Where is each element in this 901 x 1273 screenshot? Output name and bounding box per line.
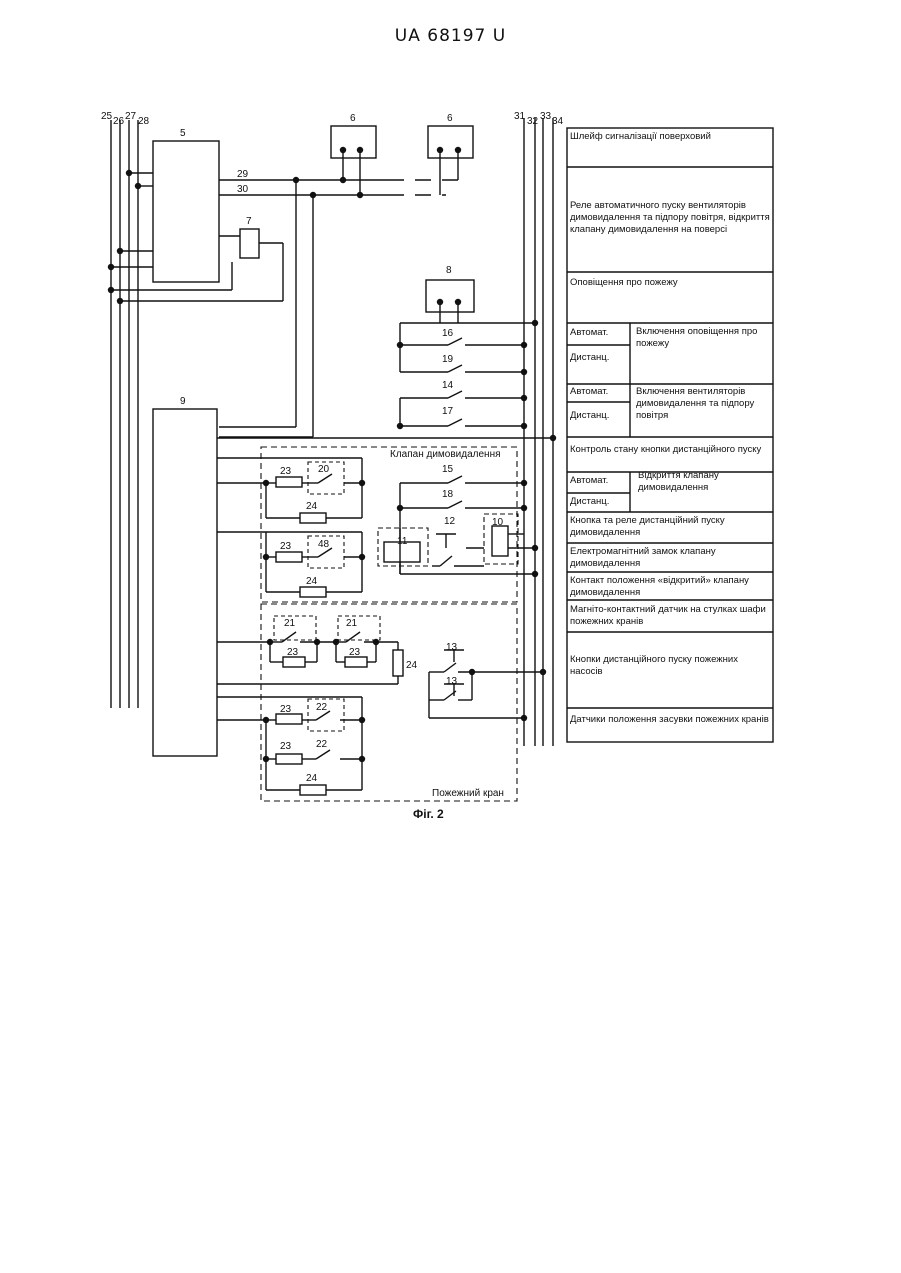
block-6-right: [428, 126, 473, 158]
table-row-remote-start: Кнопка та реле дистанційний пуску димови…: [570, 515, 770, 539]
resistor-24-a: [300, 513, 326, 523]
label-switch-18: 18: [442, 489, 454, 500]
resistor-23-d: [345, 657, 367, 667]
table-cell-auto-1: Автомат.: [570, 327, 628, 339]
label-switch-17: 17: [442, 406, 454, 417]
label-resistor-23-c: 23: [287, 647, 299, 658]
group-label-hydrant: Пожежний кран: [432, 788, 504, 799]
label-switch-19: 19: [442, 354, 454, 365]
label-switch-14: 14: [442, 380, 454, 391]
label-block-7: 7: [246, 216, 252, 227]
resistor-23-e: [276, 714, 302, 724]
table-row-fire-alert: Оповіщення про пожежу: [570, 277, 770, 289]
label-bus-27: 27: [125, 111, 137, 122]
label-resistor-24-d: 24: [306, 773, 318, 784]
resistor-23-a: [276, 477, 302, 487]
label-block-6-right: 6: [447, 113, 453, 124]
table-cell-dist-2: Дистанц.: [570, 410, 628, 422]
label-switch-20: 20: [318, 464, 330, 475]
label-bus-31: 31: [514, 111, 526, 122]
resistor-23-b: [276, 552, 302, 562]
table-row-valve-contact: Контакт положення «відкритий» клапану ди…: [570, 575, 770, 599]
label-bus-34: 34: [552, 116, 564, 127]
label-resistor-23-e: 23: [280, 704, 292, 715]
label-bus-25: 25: [101, 111, 113, 122]
label-relay-11: 11: [397, 536, 408, 547]
resistor-23-f: [276, 754, 302, 764]
table-cell-auto-2: Автомат.: [570, 386, 628, 398]
block-6-left: [331, 126, 376, 158]
label-bus-32: 32: [527, 116, 539, 127]
label-resistor-23-b: 23: [280, 541, 292, 552]
table-row-fans-on: Включення вентиляторів димовидалення та …: [636, 386, 770, 422]
table-row-pump-buttons: Кнопки дистанційного пуску пожежних насо…: [570, 654, 770, 678]
block-9: [153, 409, 217, 756]
relay-10: [492, 526, 508, 556]
table-row-auto-relay: Реле автоматичного пуску вентиляторів ди…: [570, 200, 770, 236]
label-resistor-24-a: 24: [306, 501, 318, 512]
label-resistor-23-f: 23: [280, 741, 292, 752]
label-switch-16: 16: [442, 328, 454, 339]
label-switch-15: 15: [442, 464, 454, 475]
block-5: [153, 141, 219, 282]
table-row-valve-open: Відкриття клапану димовидалення: [638, 470, 770, 494]
label-switch-22-a: 22: [316, 702, 328, 713]
label-bus-33: 33: [540, 111, 552, 122]
resistor-24-d: [300, 785, 326, 795]
block-8: [426, 280, 474, 312]
label-block-5: 5: [180, 128, 186, 139]
label-button-13-b: 13: [446, 676, 458, 687]
label-relay-10: 10: [492, 517, 504, 528]
label-bus-30: 30: [237, 184, 249, 195]
label-button-13-a: 13: [446, 642, 458, 653]
resistor-24-c: [393, 650, 403, 676]
label-button-12: 12: [444, 516, 456, 527]
table-row-magnetic-sensor: Магніто-контактний датчик на стулках шаф…: [570, 604, 770, 628]
resistor-24-b: [300, 587, 326, 597]
table-cell-dist-1: Дистанц.: [570, 352, 628, 364]
label-block-6-left: 6: [350, 113, 356, 124]
table-row-alert-on: Включення оповіщення про пожежу: [636, 326, 770, 350]
label-resistor-23-a: 23: [280, 466, 292, 477]
label-block-8: 8: [446, 265, 452, 276]
table-row-button-control: Контроль стану кнопки дистанційного пуск…: [570, 444, 770, 456]
table-row-valve-lock: Електромагнітний замок клапану димовидал…: [570, 546, 770, 570]
table-row-floor-loop: Шлейф сигналізації поверховий: [570, 131, 770, 143]
label-resistor-23-d: 23: [349, 647, 361, 658]
block-7: [240, 229, 259, 258]
label-switch-22-b: 22: [316, 739, 328, 750]
label-bus-26: 26: [113, 116, 125, 127]
label-switch-21-b: 21: [346, 618, 358, 629]
resistor-23-c: [283, 657, 305, 667]
label-bus-29: 29: [237, 169, 249, 180]
label-resistor-24-c: 24: [406, 660, 418, 671]
label-block-9: 9: [180, 396, 186, 407]
table-cell-auto-3: Автомат.: [570, 475, 628, 487]
table-row-latch-sensors: Датчики положення засувки пожежних крані…: [570, 714, 770, 726]
label-switch-21-a: 21: [284, 618, 296, 629]
figure-caption: Фіг. 2: [413, 807, 444, 821]
table-cell-dist-3: Дистанц.: [570, 496, 628, 508]
label-switch-48: 48: [318, 539, 330, 550]
label-resistor-24-b: 24: [306, 576, 318, 587]
label-bus-28: 28: [138, 116, 150, 127]
group-label-valve: Клапан димовидалення: [390, 449, 501, 460]
